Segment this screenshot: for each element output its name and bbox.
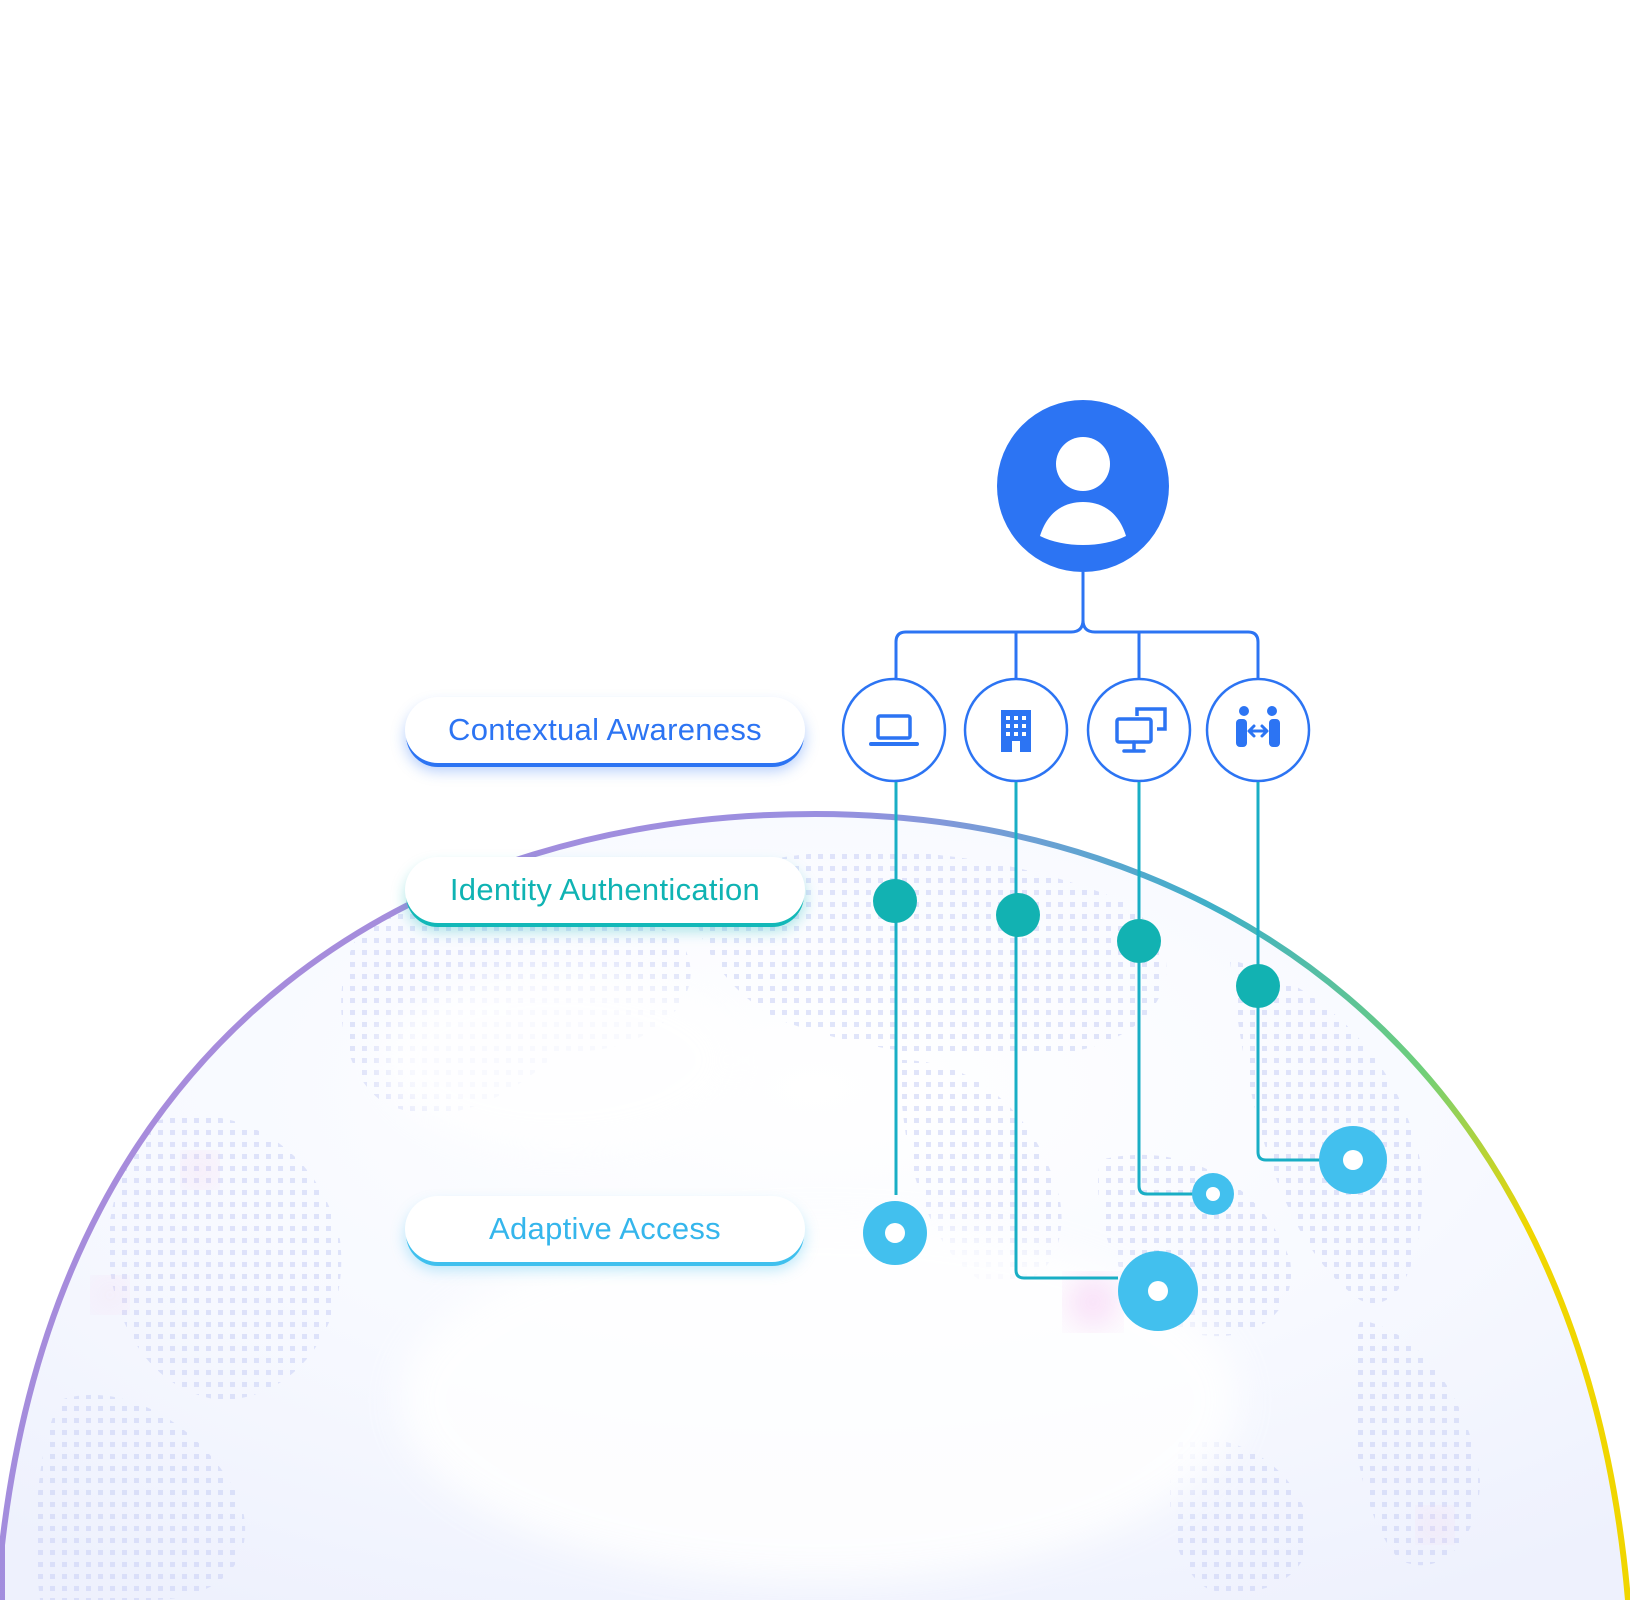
access-node xyxy=(1118,1251,1198,1331)
access-node xyxy=(1319,1126,1387,1194)
adaptive-access-text: Adaptive Access xyxy=(489,1211,721,1246)
identity-node xyxy=(1236,964,1280,1008)
identity-node xyxy=(873,879,917,923)
multi-monitor-icon xyxy=(1115,707,1167,753)
identity-auth-nodes xyxy=(873,879,1280,1008)
access-node xyxy=(1192,1173,1234,1215)
world-map-dots xyxy=(36,851,1480,1600)
identity-authentication-text: Identity Authentication xyxy=(449,872,761,907)
access-path-lines xyxy=(894,782,1320,1280)
context-node-people xyxy=(1205,677,1311,783)
contextual-awareness-label: Contextual Awareness xyxy=(405,697,805,763)
identity-node xyxy=(1117,919,1161,963)
contextual-awareness-text: Contextual Awareness xyxy=(448,712,762,747)
identity-node xyxy=(996,893,1040,937)
access-node xyxy=(863,1201,927,1265)
people-exchange-icon xyxy=(1236,706,1280,747)
context-node-monitors xyxy=(1086,677,1192,783)
user-avatar-icon xyxy=(1040,437,1126,545)
building-icon xyxy=(1001,710,1031,752)
user-node xyxy=(997,400,1169,572)
adaptive-access-label: Adaptive Access xyxy=(405,1196,805,1262)
identity-authentication-label: Identity Authentication xyxy=(405,857,805,923)
laptop-icon xyxy=(869,714,919,746)
globe-outline-arc xyxy=(0,810,1630,1600)
context-node-building xyxy=(963,677,1069,783)
context-node-laptop xyxy=(841,677,947,783)
adaptive-access-nodes xyxy=(863,1126,1387,1331)
user-branch-lines xyxy=(894,572,1260,680)
